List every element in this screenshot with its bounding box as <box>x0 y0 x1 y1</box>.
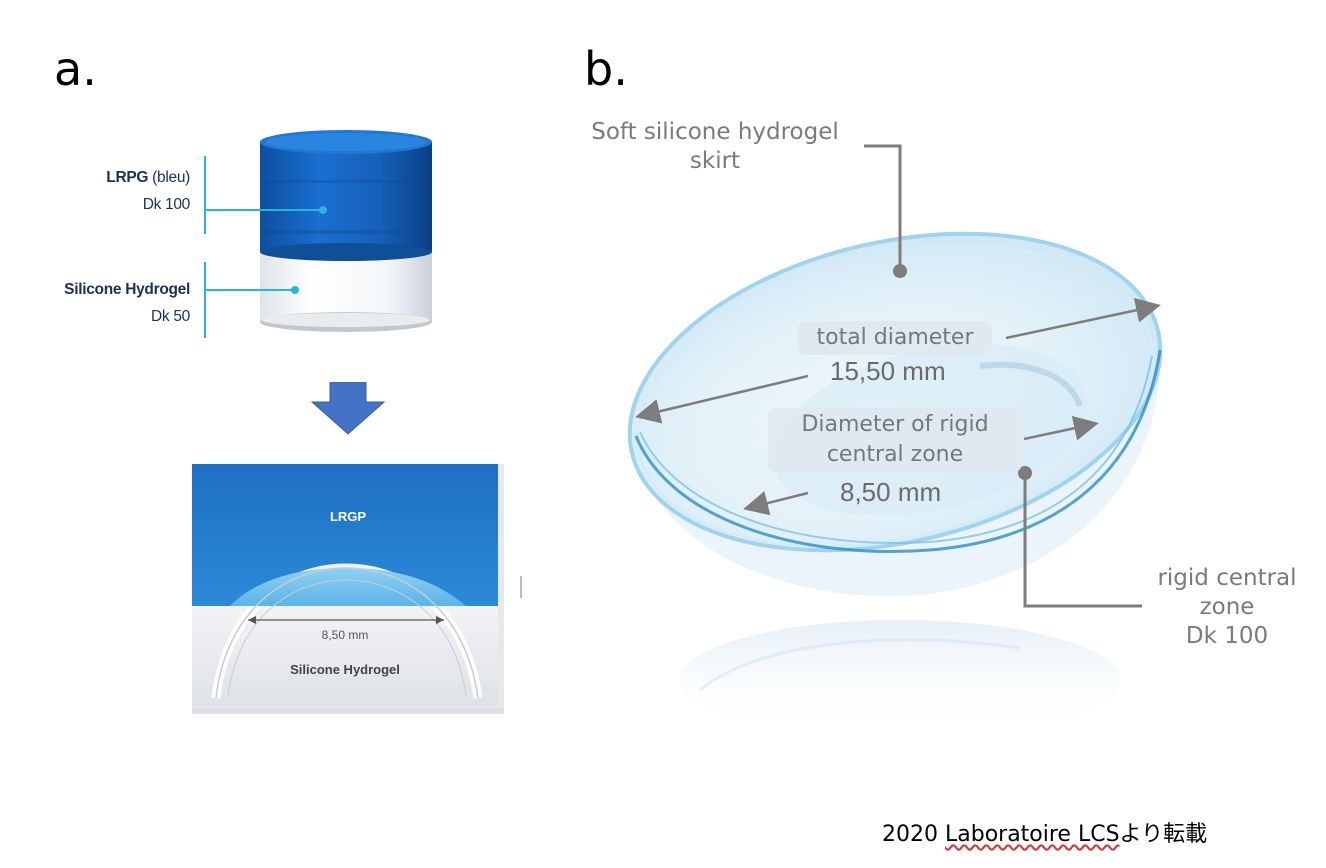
lrpg-callout: LRPG (bleu) Dk 100 <box>60 164 190 218</box>
rigid-diameter-line2: central zone <box>826 442 964 467</box>
cylinder-illustration <box>260 130 432 332</box>
skirt-label-line1: Soft silicone hydrogel <box>591 119 839 145</box>
total-diameter-value: 15,50 mm <box>830 356 946 386</box>
panel-a-label: a. <box>54 42 97 96</box>
lrpg-dk: Dk 100 <box>142 196 191 213</box>
rigid-diameter-line1: Diameter of rigid <box>801 412 989 437</box>
source-credit-suffix: より転載 <box>1119 822 1208 847</box>
rigid-zone-line2: zone <box>1199 594 1255 620</box>
cross-section-silicone-label: Silicone Hydrogel <box>290 662 400 677</box>
rigid-diameter-pill: Diameter of rigid central zone <box>768 408 1022 472</box>
source-credit-year: 2020 <box>882 822 945 847</box>
skirt-label-line2: skirt <box>689 148 741 174</box>
total-diameter-pill: total diameter <box>798 321 992 355</box>
source-credit-lab: Laboratoire LCS <box>944 822 1120 847</box>
cross-section-measure: 8,50 mm <box>321 628 369 642</box>
rigid-diameter-value: 8,50 mm <box>840 477 942 507</box>
cylinder-callouts <box>204 156 327 338</box>
skirt-label: Soft silicone hydrogel skirt <box>570 118 860 176</box>
panel-b-annotations <box>635 144 1161 608</box>
lrpg-label: LRPG <box>106 169 149 186</box>
silicone-hydrogel-dk: Dk 50 <box>151 308 190 325</box>
lens-cross-section <box>192 464 504 714</box>
down-arrow-icon <box>310 382 386 435</box>
silicone-hydrogel-callout: Silicone Hydrogel Dk 50 <box>40 276 190 330</box>
source-credit: 2020 Laboratoire LCSより転載 <box>882 816 1207 848</box>
divider-tick <box>520 576 522 598</box>
rigid-zone-line1: rigid central <box>1157 565 1297 591</box>
rigid-zone-dk: Dk 100 <box>1185 623 1269 649</box>
rigid-zone-label: rigid central zone Dk 100 <box>1142 564 1312 651</box>
silicone-hydrogel-label: Silicone Hydrogel <box>64 281 190 298</box>
lrpg-label-suffix: (bleu) <box>152 169 190 186</box>
lrgp-label: LRGP <box>329 509 367 524</box>
panel-b-label: b. <box>584 42 628 96</box>
